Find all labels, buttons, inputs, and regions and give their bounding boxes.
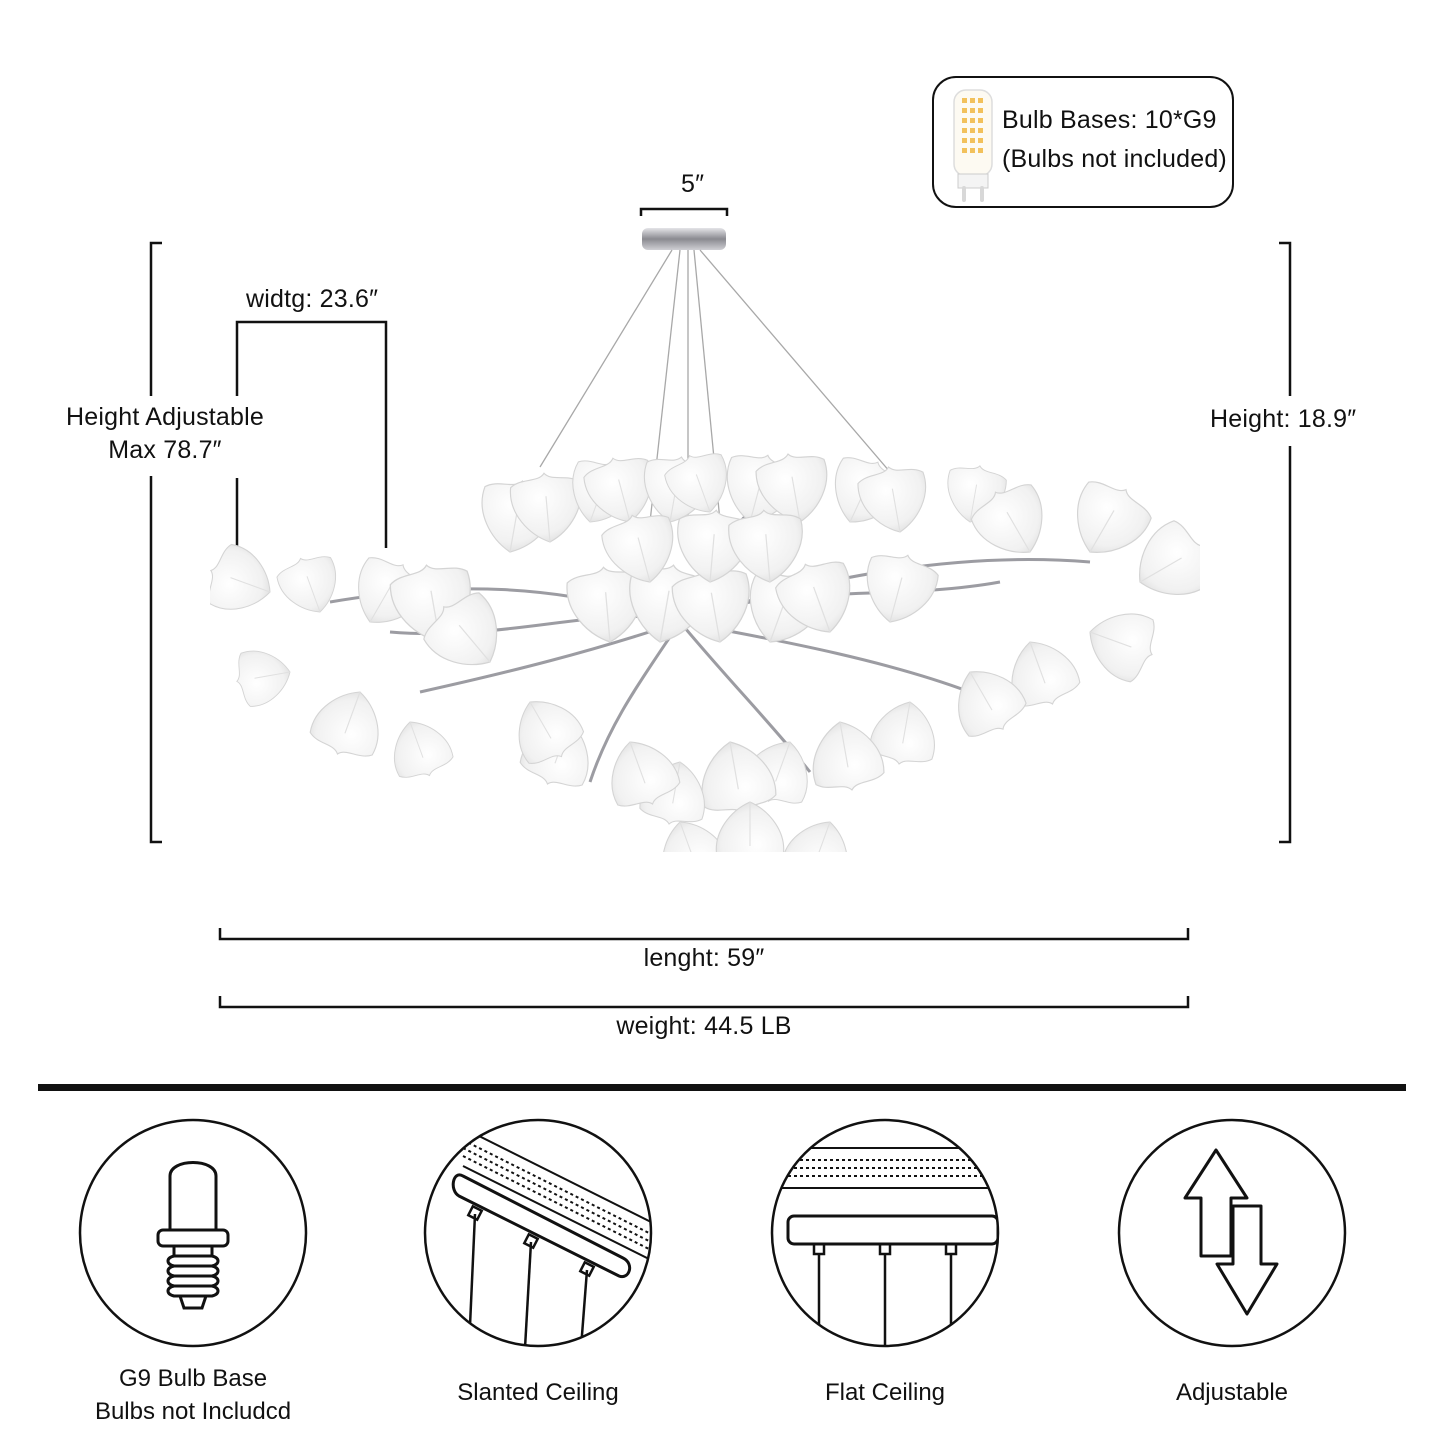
height-bracket-top [1279, 241, 1292, 396]
feature-sublabel-bulb: Bulbs not Includcd [94, 1398, 292, 1425]
width-bracket-top [235, 320, 388, 548]
slanted-ceiling-icon [423, 1118, 653, 1348]
length-line [218, 928, 1190, 941]
adjustable-arrows-icon [1117, 1118, 1347, 1348]
canopy-width-label: 5″ [681, 170, 705, 198]
bulb-bases-text: Bulb Bases: 10*G9 [1002, 106, 1217, 134]
feature-label-adjustable: Adjustable [1175, 1379, 1289, 1406]
max-height-label: Max 78.7″ [108, 436, 222, 464]
height-adjustable-label: Height Adjustable [66, 403, 264, 431]
canopy [642, 228, 726, 250]
bulb-icon [78, 1118, 308, 1348]
feature-label-bulb: G9 Bulb Base [118, 1365, 268, 1392]
flat-ceiling-icon [770, 1118, 1000, 1348]
width-label: widtg: 23.6″ [246, 285, 379, 313]
length-label: lenght: 59″ [643, 944, 765, 972]
bulb-info-box: Bulb Bases: 10*G9 (Bulbs not included) [932, 76, 1234, 208]
height-adjustable-bracket-bottom [149, 476, 162, 844]
feature-label-flat: Flat Ceiling [824, 1379, 946, 1406]
canopy-width-bracket [639, 207, 729, 216]
height-label: Height: 18.9″ [1210, 405, 1357, 433]
height-adjustable-bracket-top [149, 241, 162, 396]
g9-led-bulb-icon [953, 89, 993, 202]
weight-label: weight: 44.5 LB [616, 1012, 792, 1040]
section-divider [38, 1084, 1406, 1091]
bulbs-not-included-text: (Bulbs not included) [1002, 145, 1227, 173]
ginkgo-leaves [210, 444, 1200, 852]
weight-line [218, 996, 1190, 1009]
height-bracket-bottom [1279, 446, 1292, 844]
feature-label-slanted: Slanted Ceiling [457, 1379, 619, 1406]
chandelier-illustration [210, 228, 1200, 852]
